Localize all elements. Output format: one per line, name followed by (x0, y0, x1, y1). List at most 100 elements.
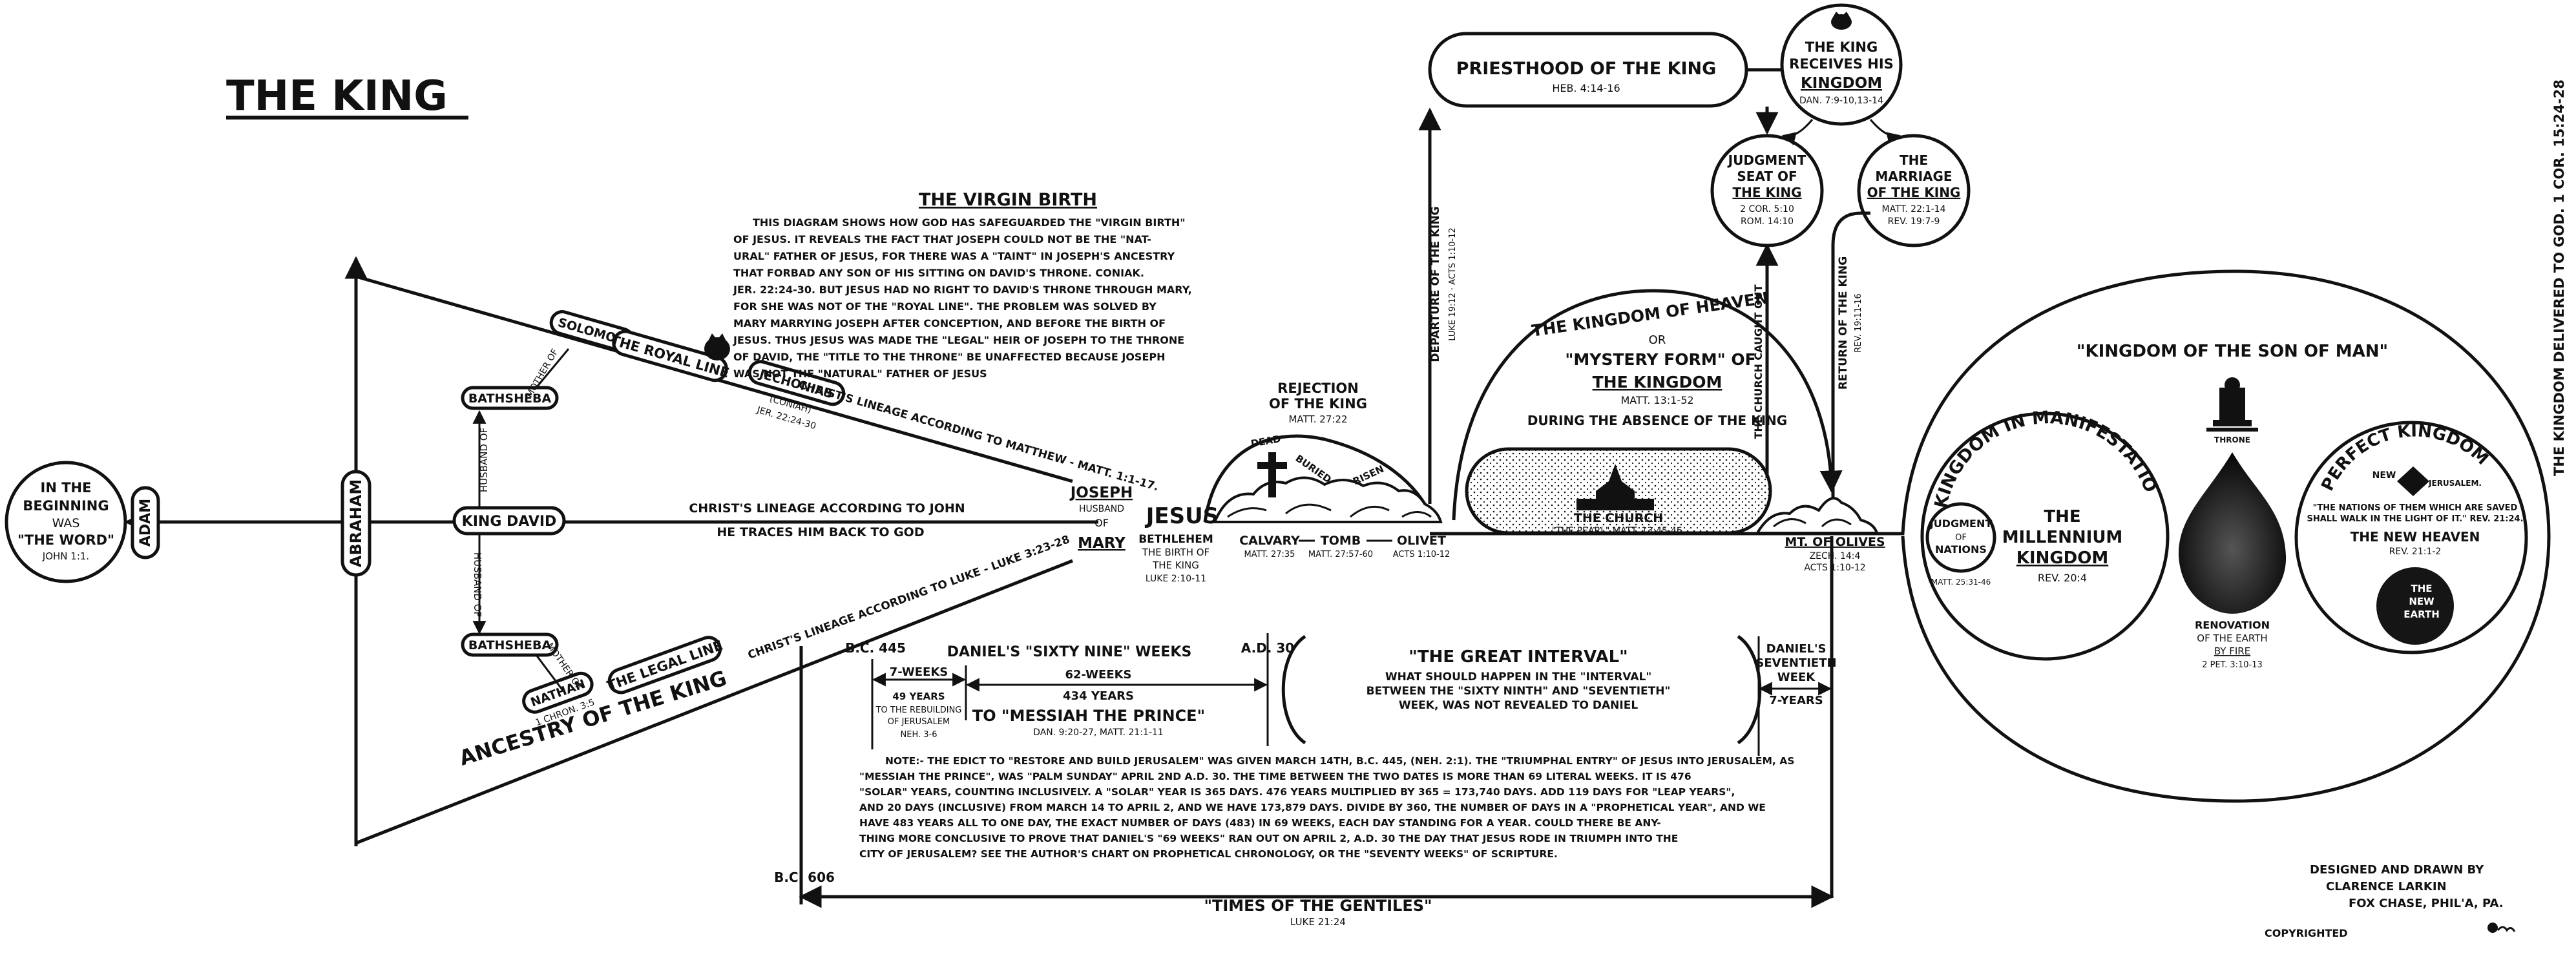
birth-line-1: BETHLEHEM (1138, 533, 1213, 546)
gi-line-1: WHAT SHOULD HAPPEN IN THE "INTERVAL" (1385, 671, 1651, 683)
new-earth-3: EARTH (2403, 609, 2440, 620)
word-line-4: "THE WORD" (17, 532, 114, 548)
tomb-ref: MATT. 27:57-60 (1308, 550, 1373, 559)
new-heaven-ref: REV. 21:1-2 (2389, 547, 2442, 557)
note-line: AND 20 DAYS (INCLUSIVE) FROM MARCH 14 TO… (859, 802, 1766, 813)
kingdom-son-label: "KINGDOM OF THE SON OF MAN" (2077, 342, 2388, 361)
new-jerusalem-icon (2397, 466, 2429, 496)
kingdom-son-outline (1883, 269, 2551, 803)
note-line: "SOLAR" YEARS, COUNTING INCLUSIVELY. A "… (859, 786, 1735, 798)
the-kingdom-label: THE KINGDOM (1593, 373, 1723, 391)
priesthood-ref: HEB. 4:14-16 (1552, 82, 1620, 94)
calvary-label: CALVARY (1239, 534, 1300, 548)
crown-icon (1831, 12, 1852, 30)
bc445-label: B.C. 445 (845, 640, 906, 656)
new-earth-globe (2376, 567, 2454, 645)
nathan-box (522, 671, 594, 714)
marriage-5: REV. 19:7-9 (1888, 216, 1940, 227)
luke-lineage-label: CHRIST'S LINEAGE ACCORDING TO LUKE - LUK… (746, 533, 1072, 662)
note-line: HAVE 483 YEARS ALL TO ONE DAY, THE EXACT… (859, 817, 1661, 829)
interval-left-bracket (1281, 634, 1306, 745)
bathsheba-top-box (461, 386, 559, 410)
vb-line: WAS NOT THE "NATURAL" FATHER OF JESUS (733, 368, 987, 380)
throne-label: THRONE (2214, 435, 2250, 444)
marriage-4: MATT. 22:1-14 (1882, 204, 1946, 214)
seventieth-3: WEEK (1777, 671, 1816, 684)
nations-walk-1: "THE NATIONS OF THEM WHICH ARE SAVED (2313, 503, 2518, 513)
page-title: THE KING (226, 72, 448, 120)
signature-mark (2487, 923, 2516, 933)
abraham-box (340, 470, 372, 577)
renovation-3: BY FIRE (2214, 645, 2250, 657)
credits-place: FOX CHASE, PHIL'A, PA. (2349, 897, 2504, 910)
or-label: OR (1649, 333, 1666, 347)
renovation-ref: 2 PET. 3:10-13 (2202, 660, 2263, 670)
millennium-1: THE (2044, 507, 2080, 527)
judgment-nations-circle (1925, 502, 1996, 573)
rejection-line-1: REJECTION (1277, 381, 1359, 396)
bathsheba-top-label: BATHSHEBA (468, 391, 552, 406)
years-49-2: TO THE REBUILDING (875, 705, 962, 715)
fire-icon (2178, 452, 2287, 614)
husband-of-1: HUSBAND OF (478, 428, 490, 492)
gentiles-ref: LUKE 21:24 (1290, 916, 1346, 928)
judgment-seat-1: JUDGMENT (1727, 152, 1806, 168)
nations-walk-2: SHALL WALK IN THE LIGHT OF IT." REV. 21:… (2307, 514, 2523, 524)
word-line-2: BEGINNING (23, 498, 109, 514)
note-line: "MESSIAH THE PRINCE", WAS "PALM SUNDAY" … (859, 771, 1691, 782)
seventieth-1: DANIEL'S (1766, 642, 1827, 656)
priesthood-label: PRIESTHOOD OF THE KING (1456, 59, 1717, 79)
church-caught-out-label: THE CHURCH CAUGHT OUT (1752, 284, 1764, 439)
olivet-label: OLIVET (1397, 534, 1446, 548)
bathsheba-bottom-box (461, 632, 559, 657)
adam-label: ADAM (138, 499, 154, 547)
kingdom-delivered-label: THE KINGDOM DELIVERED TO GOD. 1 COR. 15:… (2551, 79, 2567, 476)
birth-line-4: LUKE 2:10-11 (1146, 574, 1206, 584)
luke-lineage-line (355, 559, 1073, 845)
new-jerusalem-2: JERUSALEM. (2428, 479, 2482, 488)
judgment-nations-3: NATIONS (1935, 543, 1987, 556)
new-jerusalem-1: NEW (2372, 470, 2396, 481)
marriage-1: THE (1900, 152, 1928, 168)
judgment-seat-circle (1710, 134, 1824, 247)
vb-line: JER. 22:24-30. BUT JESUS HAD NO RIGHT TO… (733, 284, 1192, 296)
years-434-label: 434 YEARS (1063, 689, 1134, 703)
rejection-ref: MATT. 27:22 (1288, 413, 1347, 425)
return-to-marriage (1831, 211, 1870, 246)
virgin-birth-heading: THE VIRGIN BIRTH (919, 190, 1097, 210)
receives-3: KINGDOM (1801, 75, 1882, 92)
church-building-icon (1576, 464, 1654, 510)
calvary-ref: MATT. 27:35 (1244, 550, 1295, 559)
receive-to-marriage (1869, 119, 1901, 145)
abraham-label: ABRAHAM (347, 479, 365, 567)
receives-2: RECEIVES HIS (1789, 56, 1894, 72)
seven-years-label: 7-YEARS (1769, 694, 1823, 707)
seventieth-2: SEVENTIETH (1755, 656, 1836, 670)
note-line: NOTE:- THE EDICT TO "RESTORE AND BUILD J… (885, 755, 1794, 767)
word-line-1: IN THE (41, 480, 92, 496)
perfect-kingdom-circle (2294, 421, 2528, 654)
olivet-ref: ACTS 1:10-12 (1393, 550, 1450, 559)
royal-line-box (612, 329, 728, 382)
rejection-line-2: OF THE KING (1269, 396, 1367, 412)
credits-designed: DESIGNED AND DRAWN BY (2310, 863, 2484, 877)
vb-line: URAL" FATHER OF JESUS, FOR THERE WAS A "… (733, 250, 1175, 262)
kh-ref: MATT. 13:1-52 (1620, 394, 1693, 406)
renovation-2: OF THE EARTH (2197, 632, 2267, 644)
dead-label: DEAD (1250, 433, 1282, 450)
credits-copyright: COPYRIGHTED (2265, 927, 2348, 939)
daniel-note: NOTE:- THE EDICT TO "RESTORE AND BUILD J… (859, 755, 1794, 860)
mt-olives-ref-1: ZECH. 14:4 (1810, 551, 1861, 561)
years-49-4: NEH. 3-6 (901, 730, 937, 740)
vb-line: MARY MARRYING JOSEPH AFTER CONCEPTION, A… (733, 317, 1166, 329)
return-ref: REV. 19:11-16 (1854, 293, 1863, 352)
departure-label: DEPARTURE OF THE KING (1429, 206, 1442, 362)
judgment-seat-2: SEAT OF (1737, 169, 1797, 184)
marriage-circle (1857, 134, 1971, 247)
john-traces-label: HE TRACES HIM BACK TO GOD (717, 525, 924, 539)
husband-of-2: HUSBAND OF (472, 552, 483, 617)
matthew-lineage-label: CHRIST'S LINEAGE ACCORDING TO MATTHEW - … (797, 379, 1160, 494)
new-earth-1: THE (2411, 583, 2432, 594)
judgment-nations-2: OF (1955, 533, 1967, 543)
